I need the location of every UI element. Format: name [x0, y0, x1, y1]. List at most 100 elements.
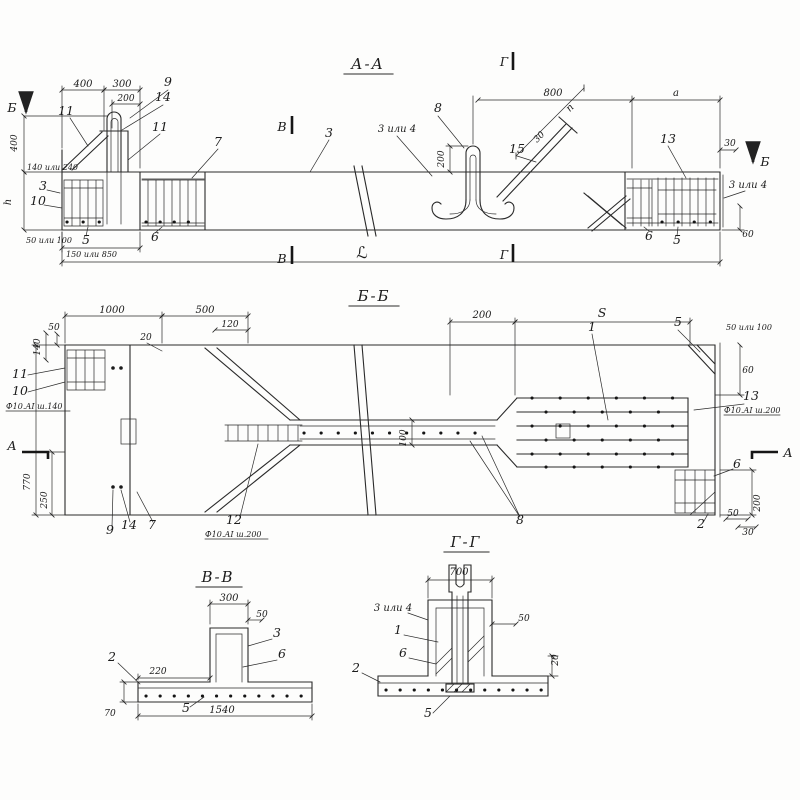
dim-140-rot: 140 [33, 338, 43, 355]
web-taper [204, 347, 498, 513]
vv-stem [209, 627, 249, 683]
part-3-left: 3 [39, 178, 47, 193]
cut-letter-a-left: А [6, 438, 16, 453]
dim-50-vv: 50 [256, 610, 268, 620]
plan-left-cage [66, 349, 137, 489]
gg-leaders [361, 612, 451, 714]
left-rebar-cage [63, 179, 104, 227]
cut-letter-g-top: Г [499, 54, 509, 69]
part-9-plan: 9 [106, 522, 114, 537]
section-title-bb: Б-Б [348, 287, 400, 307]
dim-70-vv: 70 [104, 709, 116, 719]
part-11-a: 11 [58, 103, 74, 118]
gg-dimensions [425, 575, 559, 679]
part-9: 9 [164, 74, 172, 89]
section-title-vv: В-В [195, 568, 243, 588]
part-6-right: 6 [645, 228, 653, 243]
dim-s: S [598, 305, 607, 320]
part-5-left: 5 [82, 232, 90, 247]
title-gg: Г-Г [450, 533, 482, 551]
dim-200-top: 200 [116, 94, 134, 104]
title-vv: В-В [200, 568, 234, 586]
gg-stem [427, 599, 493, 677]
dim-220-vv: 220 [148, 667, 166, 677]
vv-dimensions [119, 599, 315, 721]
web-cage-12 [224, 424, 303, 442]
part-5-gg: 5 [424, 705, 432, 720]
section-title-aa: А-А [343, 55, 394, 75]
dim-50-gg: 50 [518, 614, 530, 624]
vv-leaders [117, 638, 278, 708]
cross-brace [583, 192, 631, 232]
part-7: 7 [214, 134, 222, 149]
part-1-gg: 1 [394, 622, 402, 637]
aa-section-marks [18, 52, 761, 264]
part-5-vv: 5 [182, 700, 190, 715]
title-aa: А-А [350, 55, 385, 73]
gg-anchor-item-8 [445, 564, 475, 693]
dim-50-100-plan: 50 или 100 [726, 323, 772, 332]
part-10-plan: 10 [12, 383, 28, 398]
part-13: 13 [660, 131, 676, 146]
part-8: 8 [434, 100, 442, 115]
spec-f10-200: Ф10.АI ш.200 [205, 530, 262, 539]
dim-1000: 1000 [99, 305, 125, 316]
part-6-left: 6 [151, 229, 159, 244]
cut-letter-v-top: В [276, 119, 286, 134]
dim-30-bot: 30 [742, 528, 754, 538]
dim-20: 20 [139, 333, 152, 343]
dim-250-rot: 250 [40, 491, 50, 509]
dim-100-rot: 100 [399, 429, 409, 446]
cut-letter-v-bottom: В [276, 251, 286, 266]
dim-150-850: 150 или 850 [66, 250, 117, 259]
dim-length-script-l: ℒ [356, 243, 368, 262]
plan-break-mark [353, 344, 377, 516]
spec-f10-140: Ф10.АI ш.140 [6, 402, 63, 411]
dim-a: a [673, 88, 679, 99]
dim-800: 800 [543, 88, 563, 99]
dim-770-rot: 770 [23, 473, 33, 490]
view-g-g: Г-Г 700 3 или 4 1 6 [351, 533, 561, 720]
view-a-a: А-А [3, 52, 770, 267]
right-cage-13 [657, 177, 717, 227]
part-2-gg: 2 [351, 660, 360, 675]
part-11-b: 11 [152, 119, 168, 134]
part-3or4-mid: 3 или 4 [378, 124, 416, 135]
title-bb: Б-Б [356, 287, 390, 305]
mid-rebar-cage [141, 179, 205, 227]
dim-700-gg: 700 [449, 567, 469, 578]
dim-400-top: 400 [72, 79, 93, 90]
view-v-v: В-В 300 50 3 6 2 220 5 70 1540 [104, 568, 315, 721]
dim-h: h [3, 199, 14, 205]
dim-400-left: 400 [10, 134, 20, 152]
dim-300-vv: 300 [219, 593, 239, 604]
part-3or4-right: 3 или 4 [729, 180, 767, 191]
part-8-plan: 8 [516, 512, 524, 527]
part-10: 10 [30, 193, 46, 208]
part-1: 1 [588, 319, 596, 334]
plan-right-cage [674, 469, 716, 516]
dim-200-anchor: 200 [437, 150, 447, 168]
cut-letter-g-bottom: Г [499, 247, 509, 262]
dim-200-plan: 200 [471, 310, 492, 321]
right-cage-a [626, 179, 653, 227]
cut-letter-b-right: Б [759, 154, 769, 169]
dim-120: 120 [221, 320, 238, 330]
part-3-vv: 3 [273, 625, 281, 640]
dim-n: n [564, 102, 576, 114]
vv-slab [137, 681, 313, 703]
part-14: 14 [155, 89, 171, 104]
part-11-plan: 11 [12, 366, 28, 381]
part-3or4-gg: 3 или 4 [374, 603, 412, 614]
part-5-right: 5 [673, 232, 681, 247]
view-b-b: Б-Б [5, 287, 793, 540]
dim-200-rot-right: 200 [753, 494, 763, 512]
break-mark [353, 165, 377, 237]
dim-60-plan: 60 [742, 366, 754, 376]
cut-letter-a-right: А [782, 445, 792, 460]
bb-dimensions [31, 311, 759, 530]
part-14-plan: 14 [121, 517, 137, 532]
plan-corner-detail-5 [687, 344, 716, 375]
